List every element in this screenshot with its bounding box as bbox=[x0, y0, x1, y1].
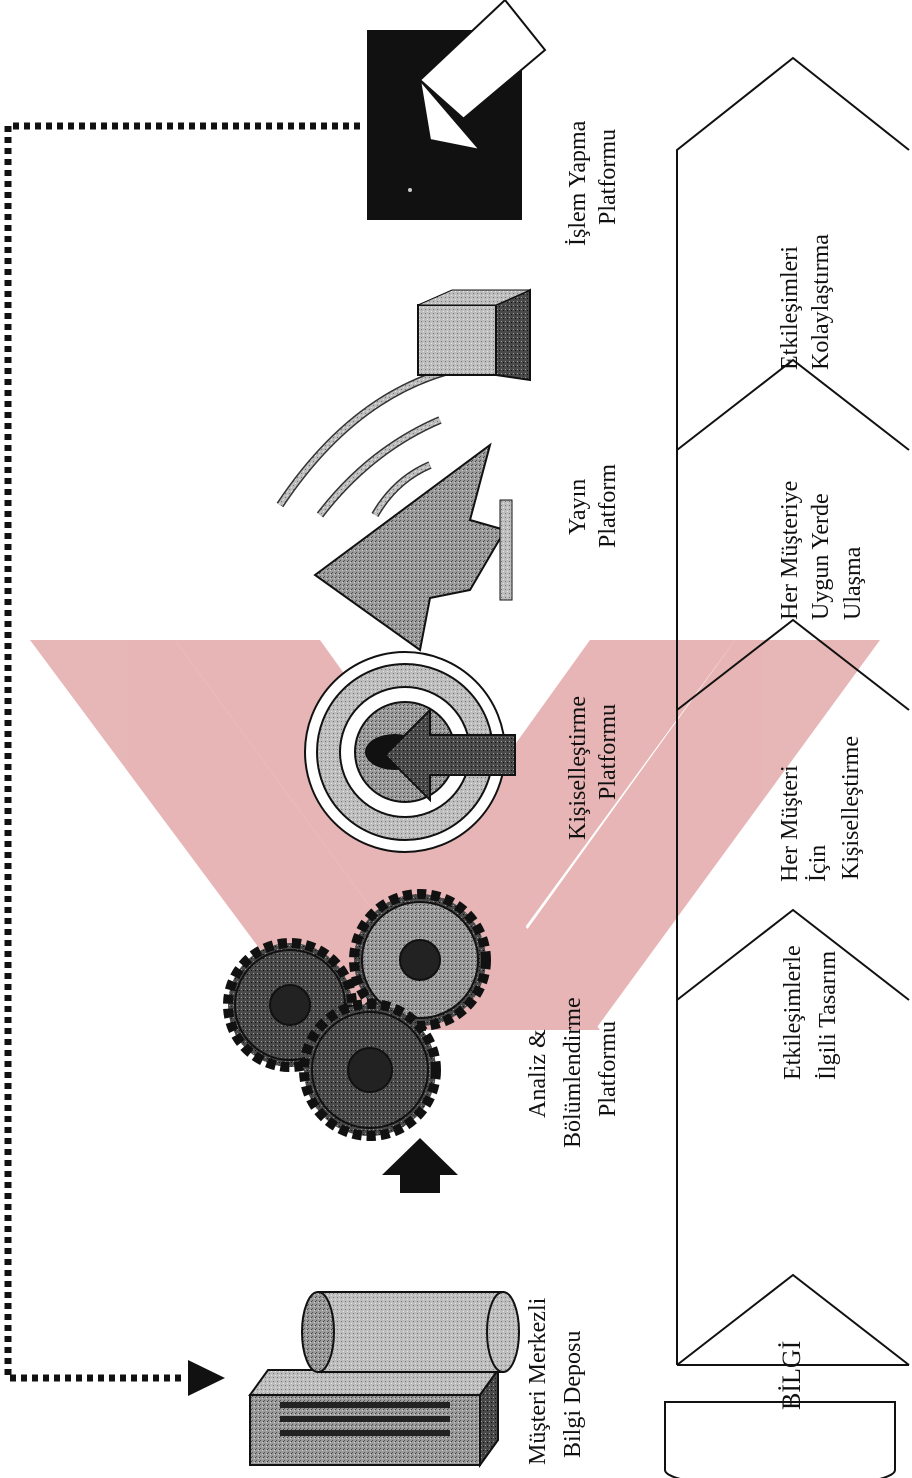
analysis-label-line2: Bölümlendirme bbox=[560, 997, 586, 1148]
step-3-line-2: Uygun Yerde bbox=[808, 493, 834, 620]
step-2-line-2: İçin bbox=[805, 845, 831, 882]
step-3-line-3: Ulaşma bbox=[840, 546, 866, 620]
transaction-arrow-icon bbox=[367, 0, 547, 220]
personalization-label-line2: Platformu bbox=[595, 704, 621, 800]
process-step-2: Her Müşteri İçin Kişiselleştirme bbox=[777, 736, 864, 882]
broadcast-label-line2: Platform bbox=[595, 464, 621, 548]
platform-label-storage: Müşteri Merkezli Bilgi Deposu bbox=[525, 1297, 586, 1465]
step-2-line-1: Her Müşteri bbox=[777, 765, 803, 882]
step-4-line-1: Etkileşimleri bbox=[777, 246, 803, 370]
storage-label-line1: Müşteri Merkezli bbox=[525, 1297, 551, 1465]
process-step-4: Etkileşimleri Kolaylaştırma bbox=[777, 234, 834, 370]
broadcast-label-line1: Yayın bbox=[565, 479, 591, 535]
knowledge-database-cylinder: BİLGİ bbox=[664, 1341, 896, 1478]
analysis-label-line1: Analiz & bbox=[525, 1029, 551, 1118]
platform-label-transaction: İşlem Yapma Platformu bbox=[565, 120, 621, 246]
process-step-1: Etkileşimlerle İlgili Tasarım bbox=[780, 945, 841, 1080]
database-server-icon bbox=[248, 1291, 520, 1469]
database-label: BİLGİ bbox=[777, 1341, 806, 1410]
broadcast-computer-icon bbox=[276, 288, 531, 652]
platform-label-analysis: Analiz & Bölümlendirme Platformu bbox=[525, 997, 621, 1148]
step-3-line-1: Her Müşteriye bbox=[777, 481, 803, 620]
step-1-line-1: Etkileşimlerle bbox=[780, 945, 806, 1080]
gears-icon bbox=[223, 889, 491, 1141]
process-chevron-band bbox=[676, 56, 910, 1366]
transaction-label-line1: İşlem Yapma bbox=[565, 120, 591, 246]
analysis-label-line3: Platformu bbox=[595, 1021, 621, 1117]
personalization-label-line1: Kişiselleştirme bbox=[565, 696, 591, 840]
platform-label-personalization: Kişiselleştirme Platformu bbox=[565, 696, 621, 840]
loop-arrowhead-icon bbox=[188, 1360, 225, 1396]
feedback-loop-connector bbox=[4, 122, 360, 1382]
step-2-line-3: Kişiselleştirme bbox=[838, 736, 864, 880]
step-4-line-2: Kolaylaştırma bbox=[808, 234, 834, 370]
platform-label-broadcast: Yayın Platform bbox=[565, 464, 621, 548]
storage-label-line2: Bilgi Deposu bbox=[560, 1331, 586, 1458]
transaction-label-line2: Platformu bbox=[595, 129, 621, 225]
step-1-line-2: İlgili Tasarım bbox=[815, 950, 841, 1080]
flow-arrow-icon bbox=[382, 1138, 458, 1193]
target-arrow-icon bbox=[304, 651, 516, 853]
process-step-3: Her Müşteriye Uygun Yerde Ulaşma bbox=[777, 481, 866, 620]
